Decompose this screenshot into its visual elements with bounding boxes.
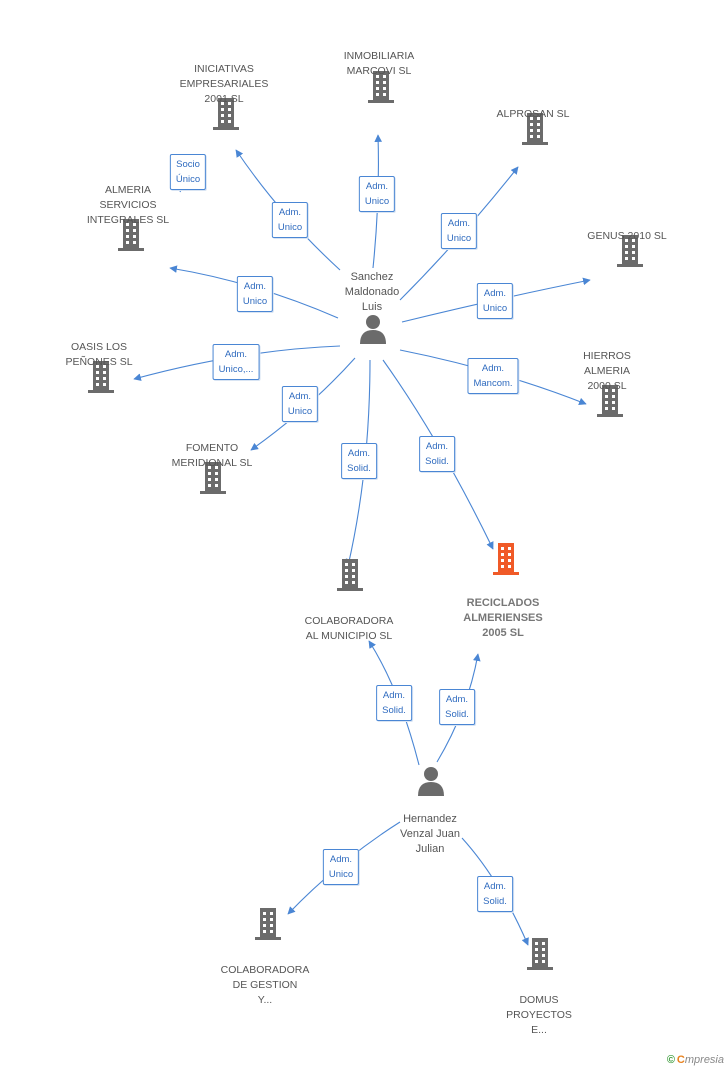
relation-badge-r12[interactable]: Adm. Solid. <box>376 685 412 721</box>
relation-badge-r7[interactable]: Adm. Unico,... <box>212 344 260 380</box>
relation-badge-r1[interactable]: Socio Único <box>169 154 207 190</box>
building-icon[interactable] <box>490 541 522 580</box>
company-label-oasis[interactable]: OASIS LOS PEÑONES SL <box>65 341 133 368</box>
company-label-domus[interactable]: DOMUS PROYECTOS E... <box>506 994 572 1036</box>
person-icon[interactable] <box>358 314 388 349</box>
building-icon[interactable] <box>252 906 284 945</box>
building-icon[interactable] <box>519 111 551 150</box>
company-label-alprosan[interactable]: ALPROSAN SL <box>496 108 570 120</box>
building-icon[interactable] <box>210 96 242 135</box>
relation-badge-r15[interactable]: Adm. Solid. <box>477 876 513 912</box>
building-icon[interactable] <box>115 217 147 256</box>
company-label-iniciativas[interactable]: INICIATIVAS EMPRESARIALES 2001 SL <box>179 63 269 105</box>
company-label-colaboradora_ges[interactable]: COLABORADORA DE GESTION Y... <box>220 964 310 1006</box>
brand-name: mpresia <box>684 1054 724 1066</box>
building-icon[interactable] <box>365 69 397 108</box>
relation-badge-r13[interactable]: Adm. Solid. <box>439 689 475 725</box>
building-icon[interactable] <box>334 557 366 596</box>
brand-initial: C <box>676 1054 685 1066</box>
building-icon[interactable] <box>524 936 556 975</box>
building-icon[interactable] <box>594 383 626 422</box>
company-label-colaboradora_mun[interactable]: COLABORADORA AL MUNICIPIO SL <box>304 615 394 642</box>
person-label-hernandez[interactable]: Hernandez Venzal Juan Julian <box>400 813 460 855</box>
copyright-icon: © <box>666 1054 675 1066</box>
relation-badge-r6[interactable]: Adm. Unico <box>236 276 274 312</box>
person-icon[interactable] <box>416 766 446 801</box>
brand-watermark: ©Cmpresia <box>667 1054 724 1066</box>
company-label-reciclados[interactable]: RECICLADOS ALMERIENSES 2005 SL <box>463 597 543 639</box>
relation-badge-r14[interactable]: Adm. Unico <box>322 849 360 885</box>
person-label-sanchez[interactable]: Sanchez Maldonado Luis <box>344 271 400 313</box>
company-label-hierros[interactable]: HIERROS ALMERIA 2000 SL <box>583 350 631 392</box>
relation-badge-r2[interactable]: Adm. Unico <box>271 202 309 238</box>
building-icon[interactable] <box>85 359 117 398</box>
relation-badge-r8[interactable]: Adm. Mancom. <box>467 358 519 394</box>
building-icon[interactable] <box>614 233 646 272</box>
company-label-almeria[interactable]: ALMERIA SERVICIOS INTEGRALES SL <box>86 184 170 226</box>
relation-badge-r3[interactable]: Adm. Unico <box>358 176 396 212</box>
company-label-inmobiliaria[interactable]: INMOBILIARIA MARCOVI SL <box>343 50 415 77</box>
relation-badge-r11[interactable]: Adm. Solid. <box>419 436 455 472</box>
company-label-fomento[interactable]: FOMENTO MERIDIONAL SL <box>171 442 253 469</box>
relation-badge-r10[interactable]: Adm. Solid. <box>341 443 377 479</box>
relation-badge-r4[interactable]: Adm. Unico <box>440 213 478 249</box>
building-icon[interactable] <box>197 460 229 499</box>
relation-badge-r5[interactable]: Adm. Unico <box>476 283 514 319</box>
relation-badge-r9[interactable]: Adm. Unico <box>281 386 319 422</box>
company-label-genus[interactable]: GENUS 2010 SL <box>587 230 667 242</box>
